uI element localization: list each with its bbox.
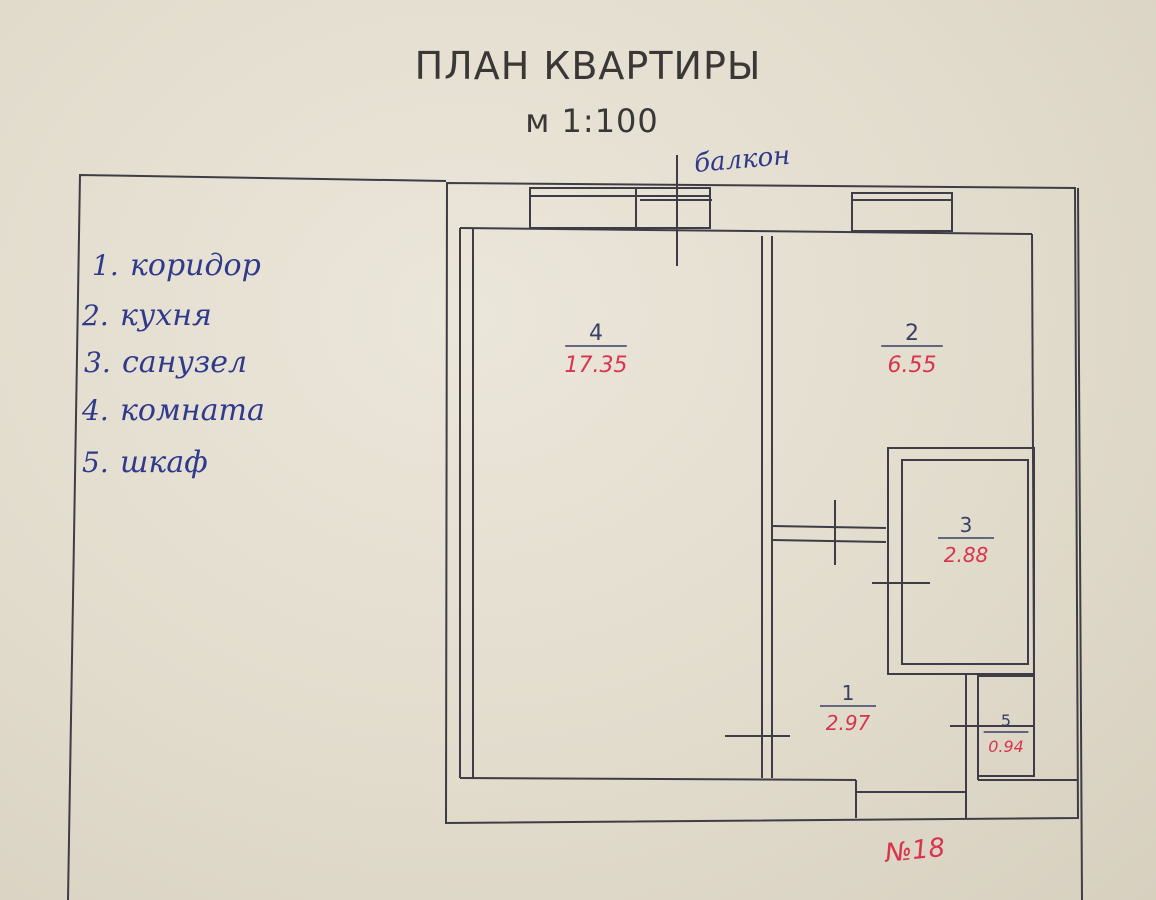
room-number-1: 1 (842, 681, 855, 705)
outer-wall (444, 181, 1080, 825)
room-number-5: 5 (1001, 711, 1011, 730)
room-number-2: 2 (905, 321, 919, 346)
room-area-5: 0.94 (988, 737, 1024, 756)
room-number-4: 4 (589, 321, 603, 346)
bathroom-inner (901, 459, 1029, 665)
room-area-2: 6.55 (888, 353, 937, 378)
legend-item-1: коридор (130, 248, 261, 283)
legend-item-4: комната (120, 393, 265, 428)
bathroom-outer (887, 447, 1035, 675)
room-labels: 4 17.35 2 6.55 3 2.88 1 2.97 5 0.94 (565, 321, 1029, 756)
legend-item-5: шкаф (120, 445, 208, 480)
legend-number: 3. (84, 346, 111, 379)
legend-number: 1. (92, 249, 119, 282)
room-area-3: 2.88 (944, 543, 989, 567)
room-number-3: 3 (960, 513, 973, 537)
balcony-label: балкон (693, 141, 791, 179)
legend-item-3: санузел (122, 345, 247, 380)
room-area-1: 2.97 (826, 711, 871, 735)
legend-item-2: кухня (120, 298, 212, 333)
room-area-4: 17.35 (565, 353, 628, 378)
window-left (529, 187, 711, 229)
apartment-number: №18 (882, 833, 947, 869)
window-right (851, 192, 953, 232)
legend-number: 5. (82, 446, 109, 479)
sheet-frame (67, 173, 447, 900)
plan-title: ПЛАН КВАРТИРЫ (414, 44, 762, 88)
legend-number: 2. (81, 299, 109, 332)
plan-scale: м 1:100 (525, 102, 659, 140)
sheet-frame-right (1077, 187, 1083, 900)
legend-number: 4. (81, 394, 109, 427)
legend: 1. коридор 2. кухня 3. санузел 4. комната 5. шкаф (81, 248, 265, 480)
